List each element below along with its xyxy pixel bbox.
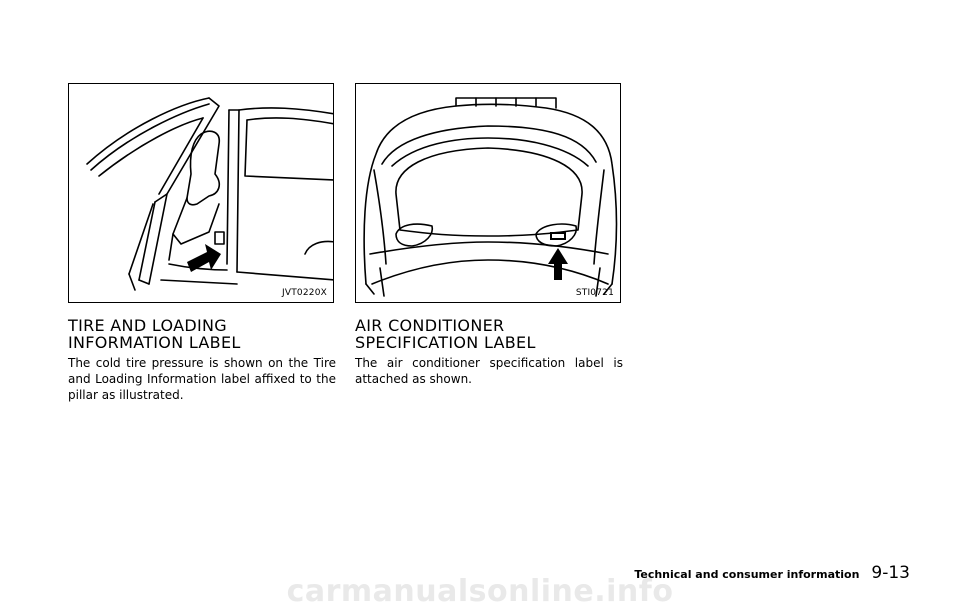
page-footer: Technical and consumer information 9-13 — [634, 563, 910, 583]
pointer-arrow-icon — [548, 248, 568, 280]
footer-section-name: Technical and consumer information — [634, 568, 860, 581]
section-heading-tire: TIRE AND LOADING INFORMATION LABEL — [68, 316, 241, 352]
section-heading-aircon: AIR CONDITIONER SPECIFICATION LABEL — [355, 316, 536, 352]
page-number: 9-13 — [871, 563, 910, 583]
aircon-label-illustration: STI0721 — [355, 83, 621, 303]
car-door-drawing — [86, 97, 333, 291]
tire-label-illustration: JVT0220X — [68, 83, 334, 303]
watermark: carmanualsonline.info — [286, 574, 674, 609]
figure-code: STI0721 — [575, 288, 614, 298]
trunk-lid-drawing — [363, 97, 618, 297]
section-body-tire: The cold tire pressure is shown on the T… — [68, 356, 336, 402]
section-body-aircon: The air conditioner specification label … — [355, 356, 623, 386]
pointer-arrow-icon — [187, 244, 221, 272]
figure-code: JVT0220X — [282, 288, 327, 298]
